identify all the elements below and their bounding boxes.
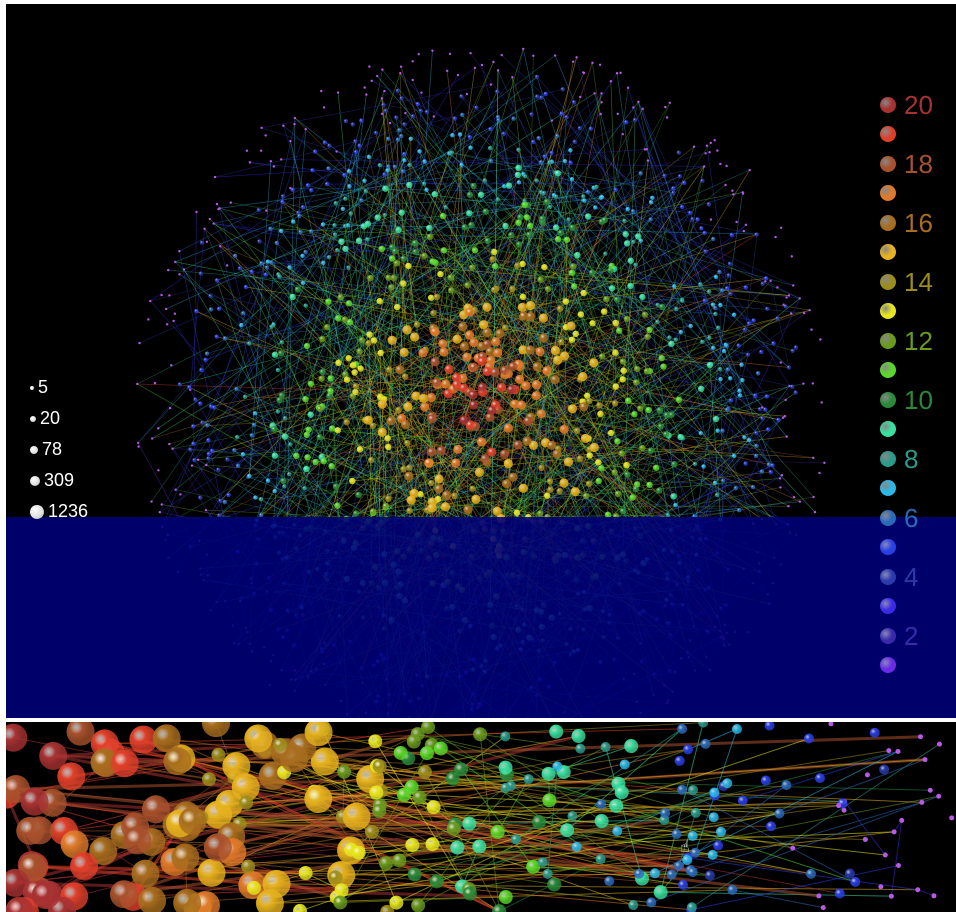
- color-legend-item: [878, 297, 956, 327]
- color-legend-item: 16: [878, 208, 956, 238]
- size-legend-label: 5: [38, 377, 49, 397]
- divider: [0, 718, 956, 722]
- size-legend-dot: [30, 445, 38, 454]
- color-legend-swatch: [880, 332, 896, 349]
- color-legend-swatch: [880, 598, 896, 615]
- color-legend-swatch: [880, 657, 896, 674]
- color-legend-label: 18: [904, 148, 933, 179]
- color-legend-item: 20: [878, 90, 956, 120]
- overlay-band: [6, 517, 956, 718]
- color-legend-item: [878, 415, 956, 445]
- color-legend-swatch: [880, 126, 896, 143]
- size-legend-label: 78: [42, 439, 63, 459]
- color-legend-swatch: [880, 568, 896, 585]
- color-legend-item: 4: [878, 562, 956, 592]
- network-visualization-panel[interactable]: 5 20 78 309 1236 20 18 16 14 12 10 8 6 4 2: [6, 4, 956, 718]
- color-legend-swatch: [880, 421, 896, 438]
- size-legend-item: 5: [30, 372, 88, 403]
- size-legend: 5 20 78 309 1236: [30, 372, 88, 527]
- color-legend-swatch: [880, 214, 896, 231]
- color-legend-swatch: [880, 185, 896, 202]
- color-legend-item: 8: [878, 444, 956, 474]
- size-legend-label: 20: [40, 408, 61, 428]
- size-legend-label: 309: [44, 470, 75, 490]
- color-legend-label: 4: [904, 561, 919, 592]
- color-legend-label: 20: [904, 89, 933, 120]
- size-legend-label: 1236: [48, 501, 89, 521]
- color-legend-item: [878, 651, 956, 681]
- color-legend-swatch: [880, 96, 896, 113]
- color-legend-swatch: [880, 273, 896, 290]
- color-legend-item: 14: [878, 267, 956, 297]
- color-legend-swatch: [880, 450, 896, 467]
- size-legend-item: 309: [30, 465, 88, 496]
- color-legend-swatch: [880, 480, 896, 497]
- color-legend-item: [878, 179, 956, 209]
- color-legend-item: [878, 533, 956, 563]
- color-legend-swatch: [880, 303, 896, 320]
- color-legend-label: 14: [904, 266, 933, 297]
- zoomed-nodes: [6, 722, 955, 912]
- color-legend-label: 10: [904, 384, 933, 415]
- color-legend-item: 12: [878, 326, 956, 356]
- color-legend-item: 18: [878, 149, 956, 179]
- color-legend-swatch: [880, 155, 896, 172]
- color-legend-label: 8: [904, 443, 919, 474]
- color-legend-item: [878, 474, 956, 504]
- size-legend-item: 78: [30, 434, 88, 465]
- color-legend-label: 12: [904, 325, 933, 356]
- color-legend-item: [878, 356, 956, 386]
- hand-cursor-icon: ☝: [680, 837, 690, 856]
- color-legend-item: 10: [878, 385, 956, 415]
- color-legend-swatch: [880, 539, 896, 556]
- color-legend-swatch: [880, 362, 896, 379]
- color-legend-label: 6: [904, 502, 919, 533]
- size-legend-dot: [30, 415, 36, 422]
- color-legend-item: [878, 592, 956, 622]
- color-legend: 20 18 16 14 12 10 8 6 4 2: [878, 90, 956, 680]
- color-legend-item: 2: [878, 621, 956, 651]
- size-legend-item: 20: [30, 403, 88, 434]
- color-legend-swatch: [880, 391, 896, 408]
- color-legend-swatch: [880, 627, 896, 644]
- color-legend-item: 6: [878, 503, 956, 533]
- color-legend-label: 16: [904, 207, 933, 238]
- zoomed-network-panel[interactable]: ☝: [6, 722, 956, 912]
- size-legend-dot: [30, 475, 40, 486]
- color-legend-swatch: [880, 244, 896, 261]
- color-legend-item: [878, 120, 956, 150]
- color-legend-item: [878, 238, 956, 268]
- size-legend-dot: [30, 385, 34, 390]
- zoomed-network-graph: ☝: [6, 722, 955, 912]
- network-nodes: [136, 47, 826, 718]
- size-legend-item: 1236: [30, 496, 88, 527]
- color-legend-swatch: [880, 509, 896, 526]
- size-legend-dot: [30, 504, 44, 519]
- color-legend-label: 2: [904, 620, 919, 651]
